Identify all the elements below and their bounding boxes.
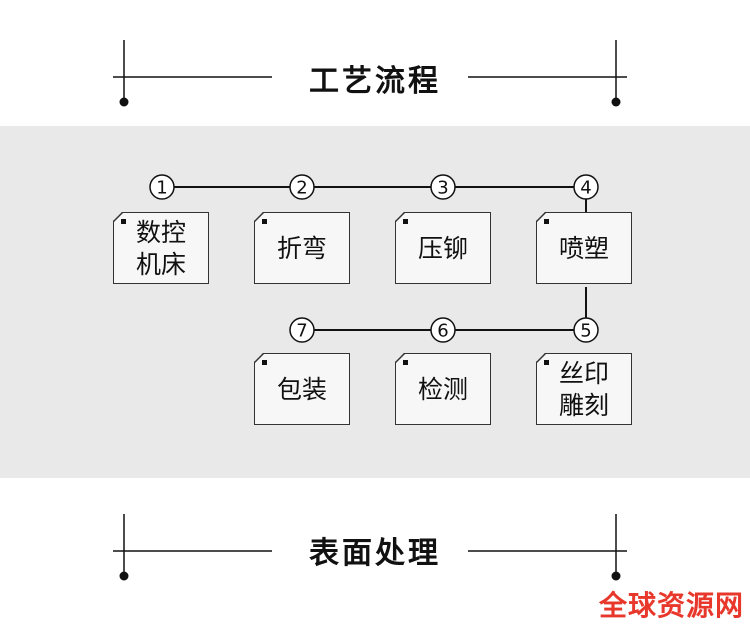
step-box-text-line: 折弯 <box>276 234 327 263</box>
step-marker-5: 5 <box>573 317 599 343</box>
step-box-silkscreen-engraving: 丝印 雕刻 <box>536 353 632 425</box>
step-number-3: 3 <box>437 178 448 199</box>
step-number-7: 7 <box>296 321 307 342</box>
box-marker-dot <box>544 219 549 224</box>
box-marker-dot <box>403 360 408 365</box>
box-marker-dot <box>544 360 549 365</box>
step-box-text-line: 喷塑 <box>558 234 609 263</box>
step-box-packaging: 包装 <box>254 353 350 425</box>
step-number-4: 4 <box>580 178 591 199</box>
step-box-text-line: 机床 <box>135 250 186 279</box>
step-box-bending: 折弯 <box>254 212 350 284</box>
step-box-text-line: 数控 <box>135 218 186 247</box>
watermark-text: 全球资源网 <box>598 589 744 622</box>
step-box-text-line: 检测 <box>417 375 468 404</box>
step-marker-4: 4 <box>573 174 599 200</box>
step-marker-6: 6 <box>430 317 456 343</box>
step-number-2: 2 <box>296 178 307 199</box>
step-box-text-line: 丝印 <box>558 359 609 388</box>
step-marker-1: 1 <box>149 174 175 200</box>
process-flow-title: 工艺流程 <box>309 64 441 99</box>
surface-treatment-title: 表面处理 <box>309 536 441 571</box>
step-box-text-line: 雕刻 <box>558 391 609 420</box>
step-box-text-line: 压铆 <box>417 234 468 263</box>
step-box-powder-coating: 喷塑 <box>536 212 632 284</box>
step-marker-3: 3 <box>430 174 456 200</box>
step-box-text-line: 包装 <box>276 375 327 404</box>
step-marker-2: 2 <box>289 174 315 200</box>
step-number-5: 5 <box>580 321 591 342</box>
box-marker-dot <box>403 219 408 224</box>
box-marker-dot <box>262 360 267 365</box>
step-number-1: 1 <box>156 178 167 199</box>
step-number-6: 6 <box>437 321 448 342</box>
step-box-inspection: 检测 <box>395 353 491 425</box>
box-marker-dot <box>262 219 267 224</box>
step-box-cnc-machining: 数控 机床 <box>113 212 209 284</box>
box-marker-dot <box>121 219 126 224</box>
step-marker-7: 7 <box>289 317 315 343</box>
step-number-markers: 1 2 3 4 5 6 7 <box>149 174 599 343</box>
step-box-press-riveting: 压铆 <box>395 212 491 284</box>
